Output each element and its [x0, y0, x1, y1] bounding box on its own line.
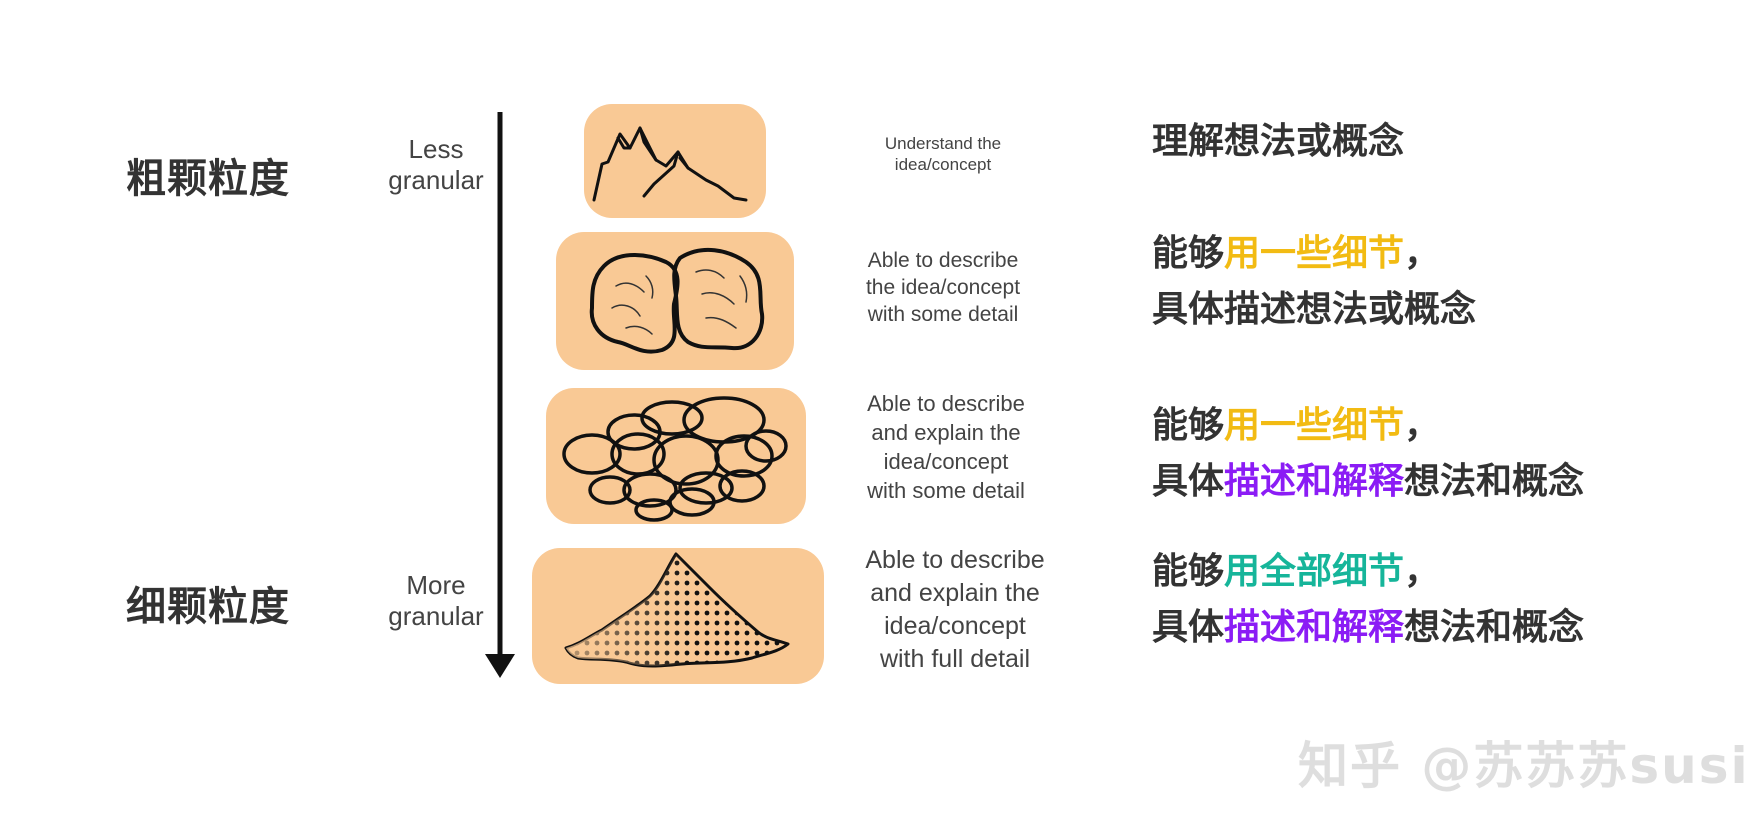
- chinese-line-2: 具体描述和解释想法和概念: [1152, 600, 1584, 656]
- chinese-text-row-4: 能够用全部细节， 具体描述和解释想法和概念: [1152, 544, 1584, 656]
- text-segment: 想法和概念: [1404, 461, 1585, 502]
- down-arrow-icon: [485, 112, 515, 678]
- chinese-line-1: 能够用一些细节，: [1152, 226, 1476, 282]
- description-line: Understand the: [884, 134, 1002, 153]
- chinese-text-row-3: 能够用一些细节， 具体描述和解释想法和概念: [1152, 398, 1584, 510]
- description-line: Able to describe: [865, 546, 1045, 574]
- description-row-1: Understand the idea/concept: [850, 133, 1036, 175]
- description-line: idea/concept: [883, 449, 1009, 474]
- chinese-line-1: 理解想法或概念: [1152, 114, 1404, 170]
- watermark: 知乎 @苏苏苏susi: [1298, 737, 1750, 795]
- description-line: Able to describe: [867, 249, 1019, 272]
- less-granular-line1: Less: [408, 134, 464, 164]
- concept-box-3: [546, 388, 806, 524]
- more-granular-line2: granular: [388, 601, 484, 631]
- text-segment: 具体: [1152, 607, 1225, 648]
- text-segment: ，: [1404, 551, 1441, 592]
- coarse-granularity-label: 粗颗粒度: [126, 156, 290, 202]
- highlight-some-detail: 用一些细节: [1224, 233, 1405, 274]
- text-segment: 想法和概念: [1404, 607, 1585, 648]
- more-granular-label: More granular: [372, 570, 500, 632]
- description-row-3: Able to describe and explain the idea/co…: [836, 389, 1056, 505]
- description-line: idea/concept: [894, 155, 992, 174]
- concept-box-1: [584, 104, 766, 218]
- text-segment: ，: [1404, 233, 1441, 274]
- less-granular-line2: granular: [388, 165, 484, 195]
- chinese-text-row-2: 能够用一些细节， 具体描述想法或概念: [1152, 226, 1476, 338]
- description-line: Able to describe: [867, 391, 1025, 416]
- more-granular-line1: More: [406, 570, 466, 600]
- less-granular-label: Less granular: [372, 134, 500, 196]
- text-segment: ，: [1404, 405, 1441, 446]
- description-line: and explain the: [870, 579, 1040, 607]
- chinese-line-2: 具体描述和解释想法和概念: [1152, 454, 1584, 510]
- highlight-some-detail: 用一些细节: [1224, 405, 1405, 446]
- text-segment: 能够: [1152, 405, 1225, 446]
- chinese-text-row-1: 理解想法或概念: [1152, 114, 1404, 170]
- fine-granularity-label: 细颗粒度: [126, 584, 290, 630]
- highlight-describe-explain: 描述和解释: [1224, 461, 1405, 502]
- concept-box-4: [532, 548, 824, 684]
- mountain-icon: [592, 126, 748, 202]
- description-row-2: Able to describe the idea/concept with s…: [836, 247, 1050, 328]
- highlight-describe-explain: 描述和解释: [1224, 607, 1405, 648]
- chinese-line-1: 能够用一些细节，: [1152, 398, 1584, 454]
- description-line: with full detail: [879, 645, 1031, 673]
- text-segment: 理解想法或概念: [1152, 121, 1405, 162]
- highlight-full-detail: 用全部细节: [1224, 551, 1405, 592]
- sand-pile-icon: [564, 552, 790, 668]
- rock-pile-icon: [562, 396, 788, 522]
- description-row-4: Able to describe and explain the idea/co…: [832, 544, 1078, 676]
- description-line: and explain the: [871, 420, 1021, 445]
- text-segment: 具体描述想法或概念: [1152, 289, 1477, 330]
- description-line: idea/concept: [884, 612, 1026, 640]
- text-segment: 能够: [1152, 233, 1225, 274]
- concept-box-2: [556, 232, 794, 370]
- description-line: with some detail: [867, 303, 1019, 326]
- text-segment: 具体: [1152, 461, 1225, 502]
- chinese-line-1: 能够用全部细节，: [1152, 544, 1584, 600]
- two-rocks-icon: [589, 247, 765, 354]
- chinese-line-2: 具体描述想法或概念: [1152, 282, 1476, 338]
- description-line: the idea/concept: [865, 276, 1021, 299]
- description-line: with some detail: [867, 478, 1025, 503]
- text-segment: 能够: [1152, 551, 1225, 592]
